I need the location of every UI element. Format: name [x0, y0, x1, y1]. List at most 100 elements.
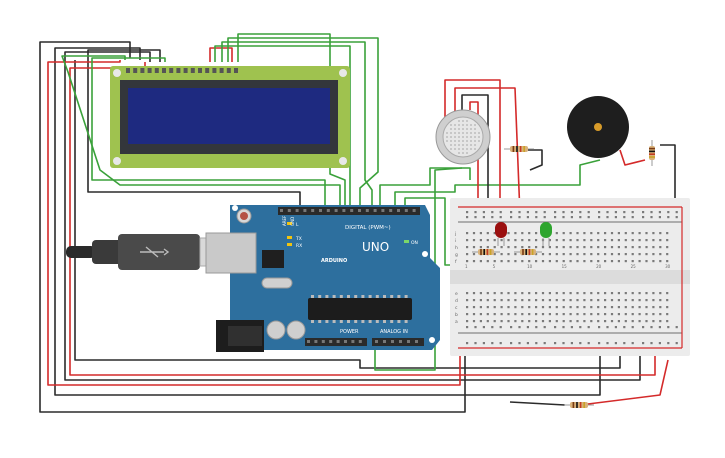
- breadboard-hole: [583, 299, 586, 302]
- breadboard-row-letter: f: [455, 259, 457, 265]
- breadboard-hole: [652, 292, 655, 295]
- rail-hole: [474, 342, 477, 345]
- header-pin: [415, 340, 418, 343]
- wire-black-loop-4: [87, 49, 301, 210]
- breadboard-hole: [659, 239, 662, 242]
- breadboard-hole: [486, 292, 489, 295]
- rail-hole: [535, 216, 538, 219]
- header-pin: [381, 209, 385, 212]
- breadboard-hole: [569, 320, 572, 323]
- wire-black-sensor: [461, 94, 489, 215]
- rail-hole: [667, 326, 670, 329]
- chip-leg: [390, 320, 394, 323]
- breadboard-hole: [486, 299, 489, 302]
- breadboard-hole: [666, 253, 669, 256]
- rail-hole: [623, 216, 626, 219]
- power-header: [305, 338, 367, 346]
- usb-cable-tail: [66, 246, 96, 258]
- breadboard-hole: [638, 306, 641, 309]
- breadboard-hole: [535, 232, 538, 235]
- breadboard-hole: [521, 239, 524, 242]
- reset-button-cap[interactable]: [240, 212, 248, 220]
- mesh-dot: [454, 132, 456, 134]
- lcd-mount-hole: [339, 157, 347, 165]
- mesh-dot: [462, 144, 464, 146]
- breadboard-hole: [493, 232, 496, 235]
- mesh-dot: [450, 132, 452, 134]
- breadboard-hole: [500, 313, 503, 316]
- mesh-dot: [478, 132, 480, 134]
- mesh-dot: [474, 128, 476, 130]
- breadboard-hole: [528, 292, 531, 295]
- chip-leg: [325, 295, 329, 298]
- mesh-dot: [470, 144, 472, 146]
- breadboard-column-number: 20: [596, 264, 602, 269]
- header-pin: [404, 209, 408, 212]
- wire-red-loop-1: [47, 60, 461, 386]
- breadboard-hole: [583, 306, 586, 309]
- rail-hole: [554, 211, 557, 214]
- wire-green-analog: [374, 167, 463, 371]
- header-pin: [280, 209, 283, 212]
- breadboard-hole: [631, 320, 634, 323]
- breadboard-hole: [535, 306, 538, 309]
- resistor-band: [516, 146, 518, 152]
- rail-hole: [482, 211, 485, 214]
- chip-leg: [375, 320, 379, 323]
- breadboard-hole: [652, 313, 655, 316]
- resistor-band: [649, 150, 655, 153]
- breadboard-hole: [597, 232, 600, 235]
- rail-hole: [543, 216, 546, 219]
- breadboard-hole: [535, 239, 538, 242]
- breadboard-hole: [548, 313, 551, 316]
- atmega-chip-legs: [311, 295, 408, 323]
- wire-green-digital: [379, 167, 471, 210]
- lcd-pin: [212, 68, 217, 73]
- breadboard-hole: [590, 232, 593, 235]
- wire-black-loop-3: [64, 51, 641, 381]
- breadboard-hole: [548, 260, 551, 263]
- mesh-dot: [474, 148, 476, 150]
- wire-black-sensor-res: [528, 149, 543, 171]
- breadboard-hole: [521, 313, 524, 316]
- breadboard-hole: [514, 313, 517, 316]
- header-pin: [397, 209, 400, 212]
- mesh-dot: [446, 140, 448, 142]
- breadboard-hole: [528, 260, 531, 263]
- rail-hole: [554, 342, 557, 345]
- rail-hole: [570, 326, 573, 329]
- breadboard-hole: [624, 320, 627, 323]
- rail-hole: [623, 342, 626, 345]
- header-pin: [319, 209, 322, 212]
- breadboard-hole: [541, 306, 545, 309]
- buzzer-hole: [594, 123, 602, 131]
- breadboard-hole: [548, 320, 551, 323]
- breadboard-column-number: 25: [631, 264, 637, 269]
- resistor-band: [531, 249, 534, 255]
- breadboard-hole: [541, 320, 545, 323]
- breadboard-hole: [493, 292, 496, 295]
- rail-hole: [650, 342, 653, 345]
- breadboard-hole: [652, 320, 655, 323]
- breadboard-hole: [562, 292, 565, 295]
- breadboard-hole: [514, 299, 517, 302]
- wire-black-resistor-bottom: [509, 401, 566, 406]
- resistor-band: [572, 402, 575, 408]
- breadboard-hole: [472, 320, 476, 323]
- breadboard-hole: [528, 246, 531, 249]
- breadboard-hole: [555, 232, 558, 235]
- breadboard-hole: [666, 299, 669, 302]
- header-pin: [350, 209, 354, 212]
- rail-hole: [543, 326, 546, 329]
- breadboard-hole: [541, 313, 545, 316]
- mesh-dot: [470, 132, 472, 134]
- breadboard-hole: [576, 292, 579, 295]
- rail-hole: [658, 342, 661, 345]
- rail-hole: [642, 211, 645, 214]
- breadboard-hole: [479, 320, 482, 323]
- breadboard-hole: [569, 299, 572, 302]
- rail-hole: [510, 211, 513, 214]
- breadboard-hole: [562, 313, 565, 316]
- chip-leg: [404, 320, 408, 323]
